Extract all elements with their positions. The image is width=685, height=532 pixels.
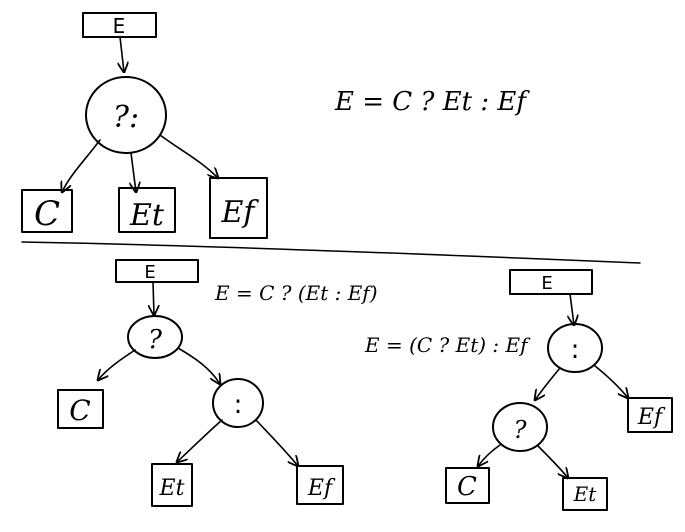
left-tree: E E = C ? (Et : Ef) ? C : Et Ef (57, 259, 378, 507)
left-leaf-c: C (69, 394, 90, 427)
divider-line (21, 241, 641, 264)
left-edge-colon-ef (255, 419, 298, 466)
right-tree: E E = (C ? Et) : Ef : ? Ef C Et (364, 269, 673, 511)
right-leaf-ef-box (627, 397, 673, 433)
left-root-box (115, 259, 199, 283)
top-edge-root-node (120, 36, 124, 72)
right-edge-q-c (478, 444, 501, 466)
right-leaf-et-box (562, 477, 608, 511)
right-edge-colon-q (535, 367, 561, 400)
right-q-node-label: ? (514, 416, 527, 444)
left-formula: E = C ? (Et : Ef) (214, 281, 378, 305)
left-edge-q-c (98, 349, 136, 380)
top-edge-to-c (62, 139, 101, 192)
right-leaf-ef: Ef (637, 405, 666, 430)
top-leaf-c: C (34, 194, 60, 234)
right-edge-q-et (537, 445, 568, 478)
right-leaf-c: C (457, 472, 477, 502)
top-leaf-ef-box (209, 177, 268, 239)
left-edge-q-colon (177, 347, 220, 384)
left-leaf-ef-box (296, 465, 344, 505)
left-q-node (127, 315, 183, 359)
left-colon-node (212, 378, 264, 428)
right-colon-node-label: : (571, 335, 580, 365)
right-leaf-c-box (445, 467, 490, 504)
top-root-label: E (113, 14, 126, 38)
left-leaf-et-box (151, 463, 193, 507)
right-root-label: E (541, 273, 552, 294)
right-leaf-et: Et (573, 482, 598, 506)
left-q-node-label: ? (148, 325, 163, 355)
right-formula: E = (C ? Et) : Ef (364, 333, 531, 357)
top-edge-to-ef (159, 134, 218, 178)
right-root-box (509, 269, 593, 295)
top-formula: E = C ? Et : Ef (334, 87, 530, 117)
left-colon-node-label: : (234, 390, 243, 420)
top-leaf-et-box (118, 187, 176, 233)
top-ternary-node-label: ?: (113, 100, 139, 135)
left-leaf-et: Et (159, 476, 185, 501)
left-root-label: E (144, 262, 155, 283)
top-tree: E ?: C Et Ef E = C ? Et : Ef (21, 12, 530, 239)
left-leaf-c-box (57, 389, 104, 429)
left-edge-root-q (153, 281, 154, 315)
top-leaf-ef: Ef (220, 195, 259, 230)
right-q-node (492, 402, 548, 452)
top-ternary-node (85, 76, 167, 154)
top-edge-to-et (131, 152, 136, 192)
right-edge-colon-ef (594, 365, 628, 398)
left-leaf-ef: Ef (307, 476, 336, 501)
top-leaf-et: Et (129, 198, 165, 233)
right-edge-root-colon (570, 293, 574, 325)
left-edge-colon-et (177, 419, 223, 462)
top-leaf-c-box (21, 189, 73, 233)
right-colon-node (547, 323, 603, 373)
